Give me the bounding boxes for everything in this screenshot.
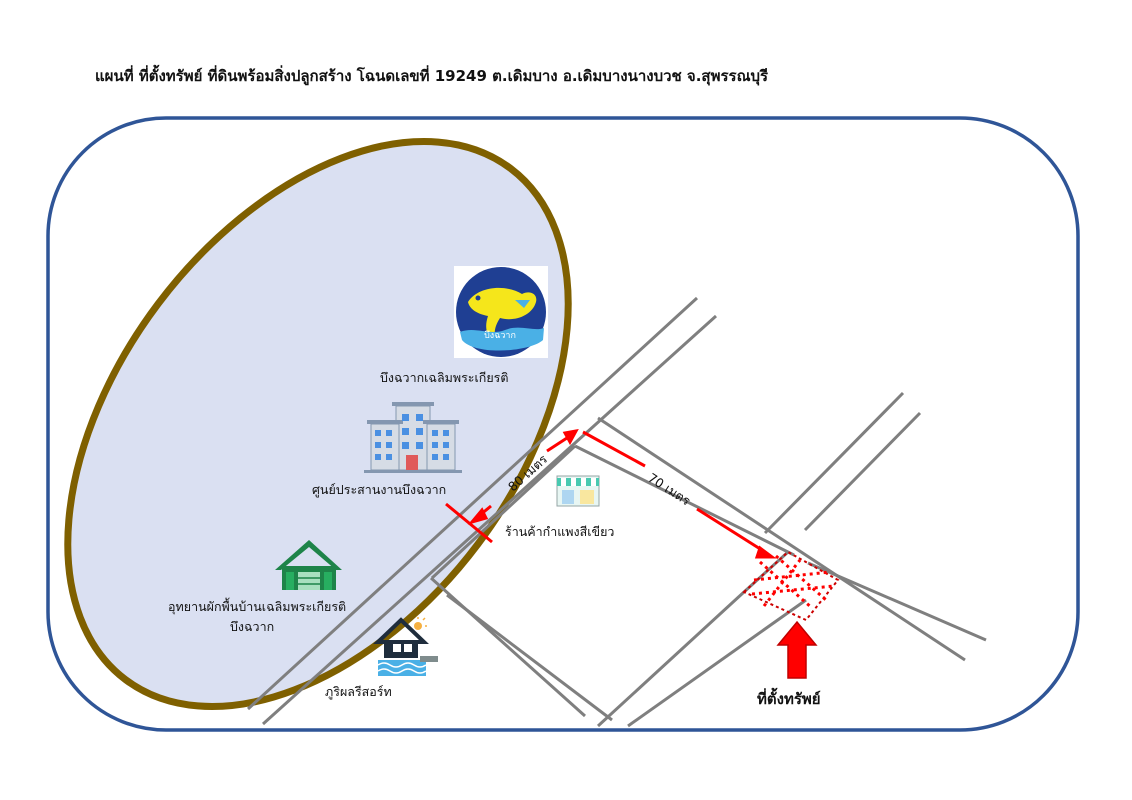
block-edge-top [430,444,577,580]
lower-road-edge-b [446,593,613,722]
svg-text:บึงฉวาก: บึงฉวาก [484,330,516,341]
right-road-edge-b [803,411,922,532]
road-network [246,296,987,728]
property-label: ที่ตั้งทรัพย์ [757,690,821,708]
shop-icon [556,475,600,507]
reservoir-label: บึงฉวากเฉลิมพระเกียรติ [380,370,509,385]
branch-road-edge-a [597,416,966,662]
main-road-edge-a [246,296,699,711]
resort-label: ภูริผลรีสอร์ท [325,684,392,699]
garden-label-line2: บึงฉวาก [230,619,275,634]
reservoir-logo-icon: บึงฉวาก [454,266,548,358]
map-frame [46,116,1080,732]
building-icon [364,402,462,473]
route [445,428,777,559]
garden-label-line1: อุทยานผักพื้นบ้านเฉลิมพระเกียรติ [168,599,347,614]
landmark-zone [64,138,572,710]
property-plot [742,550,840,622]
house-icon [275,540,342,590]
right-road-edge-a [763,391,905,535]
resort-icon [373,617,438,676]
branch-road-edge-c [807,561,987,642]
arrow-up-icon [776,620,818,679]
lower-right-road-edge-a [596,590,746,728]
map-title: แผนที่ ที่ตั้งทรัพย์ ที่ดินพร้อมสิ่งปลูก… [95,67,769,85]
shop-label: ร้านค้ากำแพงสีเขียว [505,524,615,539]
branch-road-edge-b [574,444,795,557]
lower-right-road-edge-c [627,598,807,728]
main-road-edge-b [261,314,718,726]
coordination-center-label: ศูนย์ประสานงานบึงฉวาก [312,482,447,497]
